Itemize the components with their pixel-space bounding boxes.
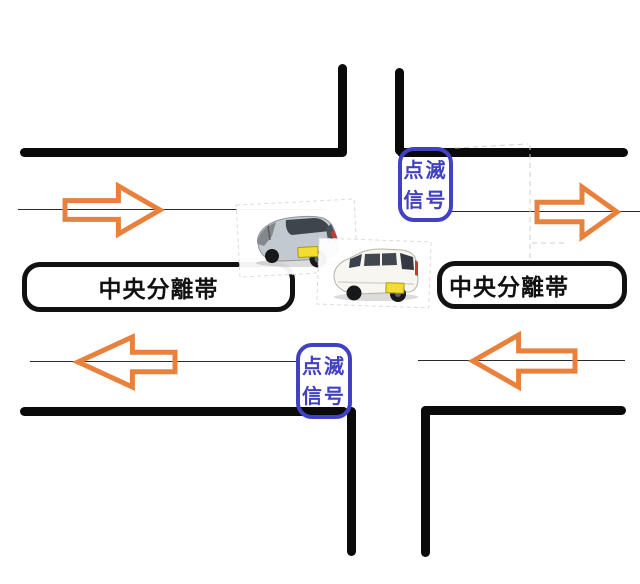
van-front-wheel (346, 285, 362, 301)
flow-arrow-left-lower-left (72, 333, 178, 391)
van-license-plate (385, 282, 405, 294)
van-windshield (349, 254, 362, 268)
median-strip-label-left: 中央分離帯 (98, 277, 219, 303)
blinking-signal-label-bottom-line1: 点滅 (302, 354, 346, 378)
car-front-wheel (265, 249, 279, 263)
flow-arrow-right-upper-left (62, 181, 166, 239)
blinking-signal-label-bottom-line2: 信号 (302, 384, 346, 408)
lane-line-west-lower (30, 361, 297, 362)
paste-artifact-dashes (454, 143, 565, 258)
road-edge-top-left-vertical (338, 64, 347, 157)
car-crumpled-front (257, 222, 276, 246)
car-license-plate (297, 246, 319, 258)
lane-line-east-lower (418, 360, 625, 361)
flow-arrow-right-upper-right (534, 182, 622, 242)
van-taillight (415, 260, 418, 276)
road-edge-bottom-right-horizontal (421, 406, 626, 415)
road-edge-bottom-right-vertical (421, 406, 430, 557)
blinking-signal-box-top: 点滅 信号 (398, 147, 453, 222)
median-strip-box-right: 中央分離帯 (437, 261, 627, 309)
road-edge-top-left-horizontal (20, 148, 346, 157)
car-window-band (285, 218, 330, 235)
road-edge-top-right-horizontal (397, 148, 628, 157)
blinking-signal-label-top-line2: 信号 (403, 187, 448, 212)
lane-line-west-upper (18, 209, 325, 210)
road-edge-top-right-vertical (395, 68, 404, 155)
median-strip-label-right: 中央分離帯 (449, 275, 569, 301)
road-edge-bottom-left-vertical (347, 407, 356, 556)
road-edge-bottom-left-horizontal (20, 407, 348, 416)
white-minivan-car (333, 248, 419, 302)
blinking-signal-box-bottom: 点滅 信号 (296, 343, 352, 419)
blinking-signal-label-top-line1: 点滅 (403, 157, 448, 182)
flow-arrow-left-lower-right (467, 330, 578, 392)
car-crumple-crease (267, 225, 271, 241)
van-rear-window (400, 253, 414, 270)
lane-line-east-upper (452, 211, 640, 212)
